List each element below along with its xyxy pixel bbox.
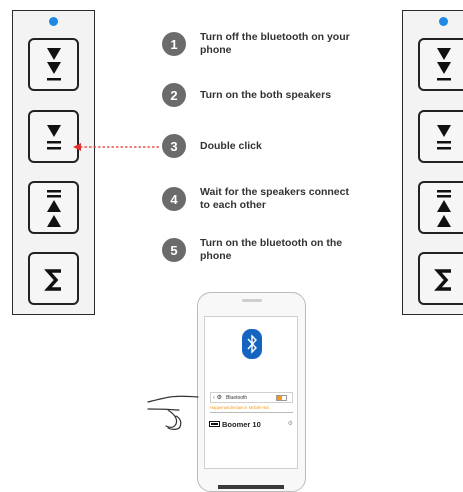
step-5: 5 Turn on the bluetooth on the phone <box>162 237 350 263</box>
bluetooth-settings-bar: ‹ ⚙ Bluetooth <box>210 392 293 403</box>
play-pause-icon <box>420 112 463 165</box>
play-pause-button[interactable] <box>418 110 463 163</box>
led-indicator <box>439 17 448 26</box>
settings-title: Bluetooth <box>226 395 247 401</box>
volume-up-button[interactable] <box>28 181 79 234</box>
gear-icon[interactable]: ⚙ <box>217 394 222 401</box>
divider <box>210 412 293 413</box>
play-pause-button[interactable] <box>28 110 79 163</box>
mode-button[interactable] <box>418 252 463 305</box>
volume-down-button[interactable] <box>28 38 79 91</box>
mode-icon <box>420 254 463 307</box>
step-text: Double click <box>200 140 350 153</box>
left-speaker-panel <box>12 10 95 315</box>
device-name: Boomer 10 <box>222 420 261 429</box>
dotted-arrow-icon <box>72 139 162 155</box>
step-text: Turn on the bluetooth on the phone <box>200 237 350 263</box>
mode-button[interactable] <box>28 252 79 305</box>
step-text: Turn off the bluetooth on your phone <box>200 31 350 57</box>
step-number: 5 <box>162 238 186 262</box>
device-list-item[interactable]: Boomer 10 ⚙ <box>209 419 295 429</box>
led-indicator <box>49 17 58 26</box>
settings-subtitle: Happenanderdaw in Mobile Hat <box>210 405 269 410</box>
step-text: Wait for the speakers connect to each ot… <box>200 186 350 212</box>
step-4: 4 Wait for the speakers connect to each … <box>162 186 350 212</box>
volume-up-icon <box>30 183 81 236</box>
step-text: Turn on the both speakers <box>200 89 350 102</box>
step-number: 4 <box>162 187 186 211</box>
phone-screen: ‹ ⚙ Bluetooth Happenanderdaw in Mobile H… <box>204 316 298 469</box>
bluetooth-icon <box>242 329 262 359</box>
volume-up-button[interactable] <box>418 181 463 234</box>
phone-earpiece <box>242 299 262 302</box>
smartphone: ‹ ⚙ Bluetooth Happenanderdaw in Mobile H… <box>197 292 306 492</box>
bluetooth-toggle[interactable] <box>276 395 287 401</box>
volume-up-icon <box>420 183 463 236</box>
volume-down-icon <box>420 40 463 93</box>
step-number: 2 <box>162 83 186 107</box>
right-speaker-panel <box>402 10 463 315</box>
volume-down-button[interactable] <box>418 38 463 91</box>
step-1: 1 Turn off the bluetooth on your phone <box>162 31 350 57</box>
step-number: 1 <box>162 32 186 56</box>
speaker-device-icon <box>209 421 220 427</box>
step-2: 2 Turn on the both speakers <box>162 83 350 107</box>
volume-down-icon <box>30 40 81 93</box>
step-number: 3 <box>162 134 186 158</box>
device-settings-icon[interactable]: ⚙ <box>288 420 293 427</box>
hand-icon <box>146 394 202 434</box>
back-chevron-icon[interactable]: ‹ <box>213 395 215 401</box>
mode-icon <box>30 254 81 307</box>
step-3: 3 Double click <box>162 134 350 158</box>
phone-home-bar <box>218 485 284 489</box>
